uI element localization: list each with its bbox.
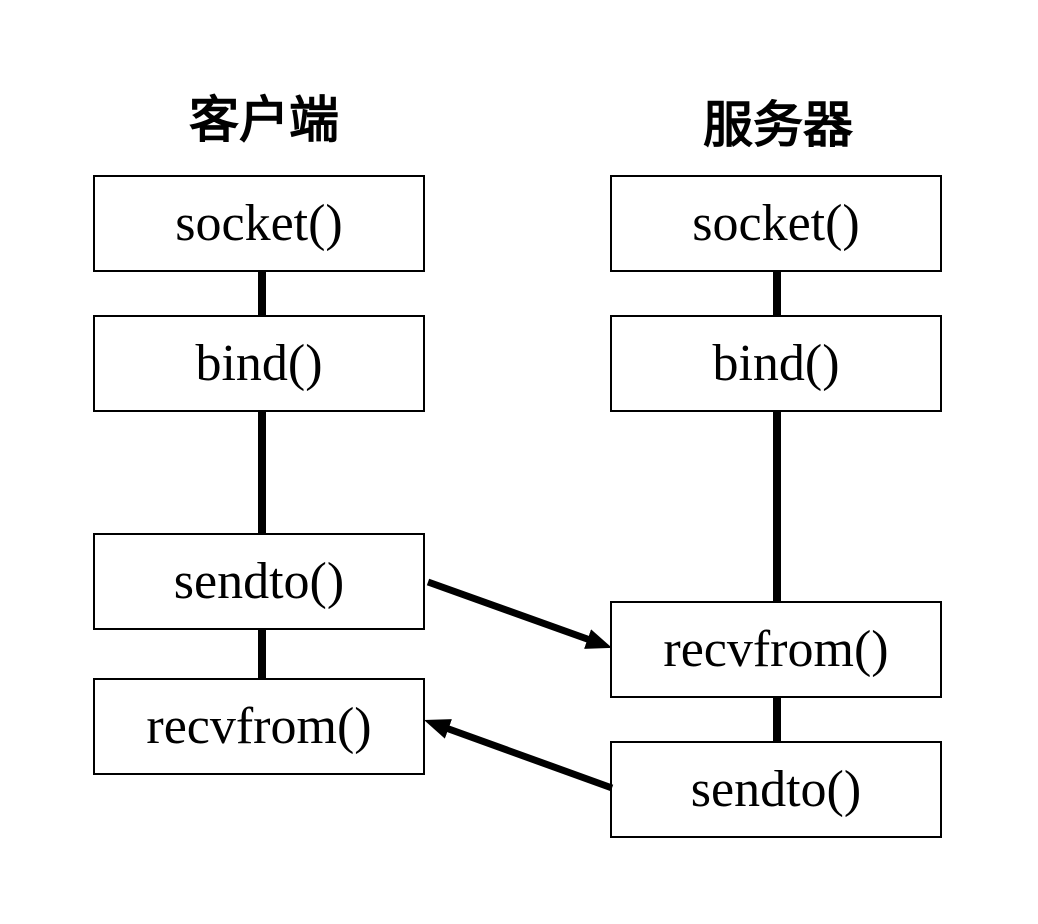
client-connector-bind-sendto xyxy=(258,410,266,535)
client-connector-socket-bind xyxy=(258,270,266,317)
server-column-title: 服务器 xyxy=(703,97,853,153)
server-socket-box: socket() xyxy=(610,175,942,272)
server-sendto-box: sendto() xyxy=(610,741,942,838)
server-connector-recvfrom-sendto xyxy=(773,695,781,743)
client-sendto-box: sendto() xyxy=(93,533,425,630)
server-connector-socket-bind xyxy=(773,270,781,317)
server-connector-bind-recvfrom xyxy=(773,410,781,603)
client-recvfrom-box: recvfrom() xyxy=(93,678,425,775)
client-connector-sendto-recvfrom xyxy=(258,628,266,680)
server-bind-box: bind() xyxy=(610,315,942,412)
arrow-client-sendto-to-server-recvfrom xyxy=(426,578,613,649)
client-column-title: 客户端 xyxy=(189,92,339,148)
client-bind-box: bind() xyxy=(93,315,425,412)
client-socket-box: socket() xyxy=(93,175,425,272)
arrow-server-sendto-to-client-recvfrom xyxy=(423,719,614,792)
server-recvfrom-box: recvfrom() xyxy=(610,601,942,698)
